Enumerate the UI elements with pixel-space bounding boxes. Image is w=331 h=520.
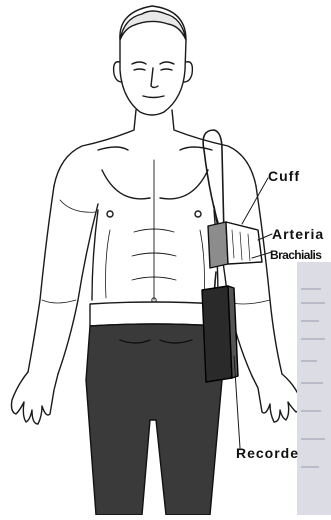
document-inset [297,262,331,515]
label-recorder: Recorde [236,445,299,461]
head [114,6,193,115]
label-arteria: Arteria [272,226,324,242]
label-brachialis: Brachialis [270,248,321,262]
label-cuff: Cuff [268,168,300,184]
lower-body [86,302,222,515]
left-arm [12,186,99,424]
pointer-lines [234,178,272,448]
bp-cuff [208,222,262,268]
torso [54,110,256,302]
recorder-box [202,286,238,382]
cuff-tube [203,130,224,310]
